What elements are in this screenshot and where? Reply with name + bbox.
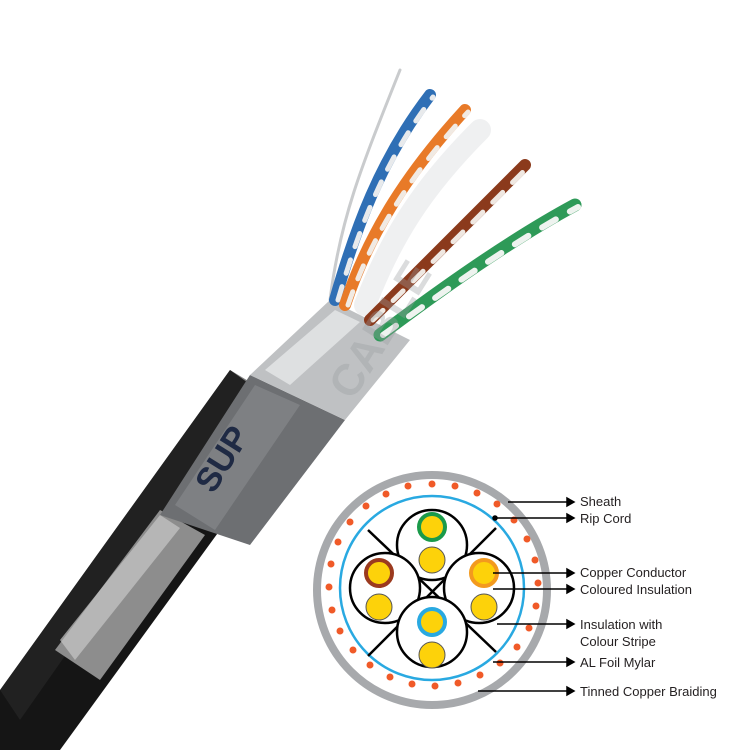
- label-coloured-insulation: Coloured Insulation: [580, 582, 693, 597]
- label-insulation-stripe-line1: Insulation with: [580, 617, 663, 632]
- twisted-pairs: [328, 68, 582, 342]
- braid-section: [55, 510, 205, 680]
- label-al-foil: AL Foil Mylar: [580, 655, 656, 670]
- grey-sheath: [160, 375, 345, 545]
- label-braiding: Tinned Copper Braiding: [580, 684, 717, 699]
- label-sheath: Sheath: [580, 494, 622, 509]
- label-rip-cord: Rip Cord: [580, 511, 632, 526]
- label-copper-conductor: Copper Conductor: [580, 565, 687, 580]
- cross-section-diagram: [313, 471, 576, 709]
- foil-section: [250, 300, 410, 420]
- label-insulation-stripe-line2: Colour Stripe: [580, 634, 656, 649]
